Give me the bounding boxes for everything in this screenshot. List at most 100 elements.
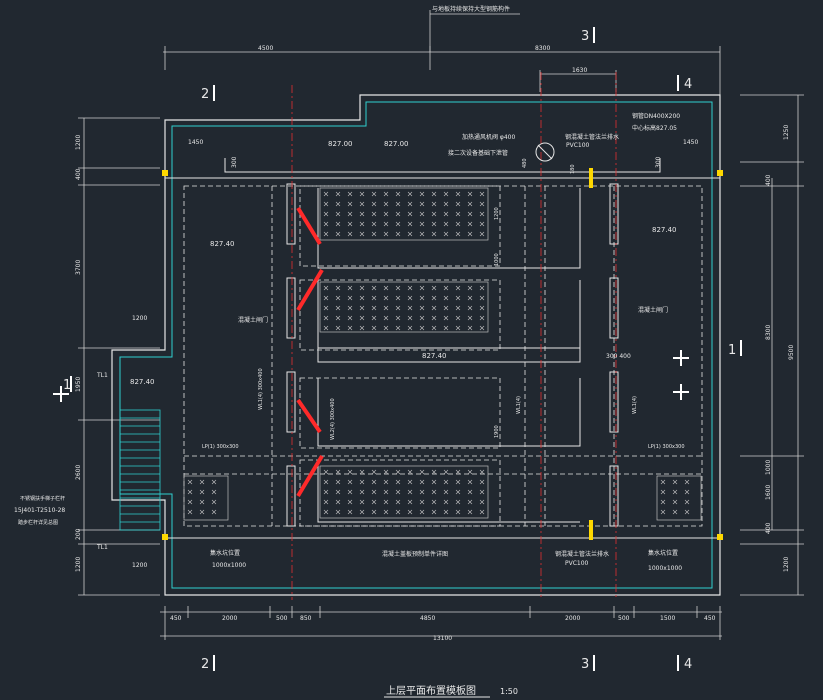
dim-left-small-2: 1200 [132,315,147,322]
label-dim-1900: 1900 [494,425,500,438]
hatch-x [335,305,341,311]
hatch-x [479,479,485,485]
hatch-x [335,285,341,291]
hatch-x [407,479,413,485]
hatch-x [211,509,217,515]
dim-left-4: 2600 [75,465,82,480]
dim-right-4: 400 [765,522,772,534]
hatch-x [443,305,449,311]
hatch-x [419,231,425,237]
hatch-x [335,191,341,197]
hatch-x [383,211,389,217]
dim-left-1: 400 [75,168,82,180]
hatch-x [383,285,389,291]
hatch-x [419,221,425,227]
hatch-x [359,295,365,301]
hatch-x [211,479,217,485]
hatch-x [323,315,329,321]
dim-left-5: 200 [75,528,82,540]
label-pit-left-title: 集水坑位置 [210,549,240,557]
hatch-x [479,325,485,331]
label-pvc-note-top: 钢混凝土管法兰排水 [565,133,619,141]
hatch-x [199,499,205,505]
axis-label-1-right: 1 [728,343,736,358]
hatch-x [684,479,690,485]
hatch-x [419,509,425,515]
hatch-x [347,231,353,237]
dim-left-2: 3700 [75,260,82,275]
hatch-x [431,315,437,321]
dim-left-3: 1950 [75,377,82,392]
hatch-x [347,499,353,505]
dim-bottom-total: 13100 [433,635,452,642]
hatch-x [211,489,217,495]
elevation-1: 827.00 [384,140,409,148]
hatch-x [395,295,401,301]
label-pipe-elev: 中心标高827.05 [632,124,677,132]
hatch-x [479,509,485,515]
hatch-x [455,499,461,505]
hatch-x [419,325,425,331]
axis-label-4-bottom: 4 [684,657,692,672]
hatch-x [335,221,341,227]
hatch-x [431,499,437,505]
hatch-x [335,489,341,495]
dim-right-3: 9500 [788,345,795,360]
hatch-x [407,285,413,291]
axis-label-3-bottom: 3 [581,657,589,672]
hatch-x [383,315,389,321]
hatch-x [335,201,341,207]
hatch-x [419,211,425,217]
hatch-x [455,315,461,321]
dim-right-1: 400 [765,174,772,186]
hatch-x [347,211,353,217]
dim-right-small-0: 1450 [683,139,698,146]
hatch-x [347,479,353,485]
hatch-x [199,509,205,515]
hatch-x [479,499,485,505]
hatch-x [323,295,329,301]
hatch-x [455,295,461,301]
hatch-x [335,231,341,237]
hatch-x [467,469,473,475]
hatch-x [455,285,461,291]
hatch-x [479,489,485,495]
hatch-x [395,201,401,207]
dim-right-2: 8300 [765,325,772,340]
label-pit-left: 1000x1000 [212,562,246,569]
hatch-areas [183,187,702,521]
hatch-x [467,191,473,197]
hatch-x [443,469,449,475]
hatch-x [443,499,449,505]
hatch-x [455,201,461,207]
drawing-title: 上层平面布置模板图 [386,684,476,697]
hatch-x [431,489,437,495]
dim-bottom-4: 4850 [420,615,435,622]
hatch-x [383,469,389,475]
hatch-x [407,295,413,301]
hatch-x [407,191,413,197]
hatch-x [323,469,329,475]
valve-symbol [535,142,555,162]
dim-left-small-0: 1450 [188,139,203,146]
label-pipe-top: 钢管DN400X200 [632,112,680,120]
dim-top-1630: 1630 [572,67,587,74]
hatch-x [359,469,365,475]
hatch-x [347,295,353,301]
hatch-x [431,191,437,197]
hatch-x [335,315,341,321]
hatch-x [419,315,425,321]
hatch-x [323,191,329,197]
axis-label-1-left: 1 [63,378,71,393]
label-tl1-b: TL1 [96,544,108,551]
hatch-x [323,499,329,505]
hatch-x [359,499,365,505]
hatch-x [479,285,485,291]
hatch-x [383,221,389,227]
hatch-x [359,211,365,217]
hatch-x [479,201,485,207]
axis-label-2-bottom: 2 [201,657,209,672]
hatch-x [467,325,473,331]
label-wal-mid2: WL1(4) [516,396,522,414]
elevation-0: 827.00 [328,140,353,148]
